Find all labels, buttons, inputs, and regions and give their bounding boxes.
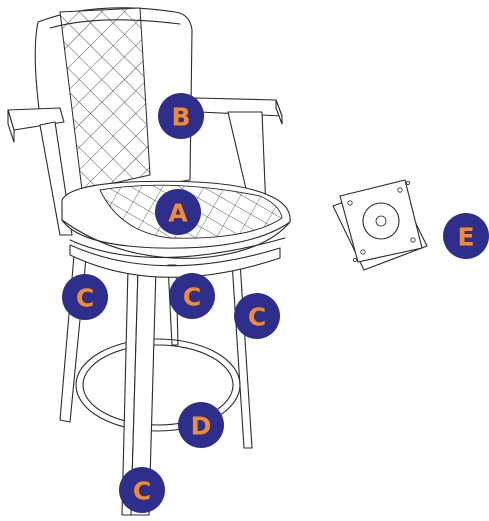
swivel-hole-5 — [406, 181, 409, 184]
badge-c-front-bottom: C — [119, 467, 165, 513]
swivel-plate-drawing — [333, 180, 427, 270]
badge-d: D — [178, 402, 224, 448]
badge-b-label: B — [171, 103, 190, 132]
badge-c-back-center: C — [169, 273, 215, 319]
badge-c-front-left: C — [62, 274, 108, 320]
badge-c-back-right-label: C — [248, 303, 266, 332]
seat-base-rim — [70, 245, 280, 277]
swivel-hole-6 — [353, 258, 356, 261]
back-right-leg — [232, 262, 252, 448]
badge-e-label: E — [457, 223, 474, 252]
badge-c-back-right: C — [234, 293, 280, 339]
badge-c-front-bottom-label: C — [133, 477, 151, 506]
badge-b: B — [158, 93, 204, 139]
bar-stool-drawing — [8, 8, 290, 515]
swivel-plate-top — [340, 180, 422, 262]
badge-c-back-center-label: C — [183, 283, 201, 312]
badge-c-front-left-label: C — [76, 284, 94, 313]
badge-d-label: D — [191, 412, 212, 441]
badge-a-label: A — [168, 199, 188, 228]
badge-e: E — [443, 213, 489, 259]
badge-a: A — [155, 189, 201, 235]
